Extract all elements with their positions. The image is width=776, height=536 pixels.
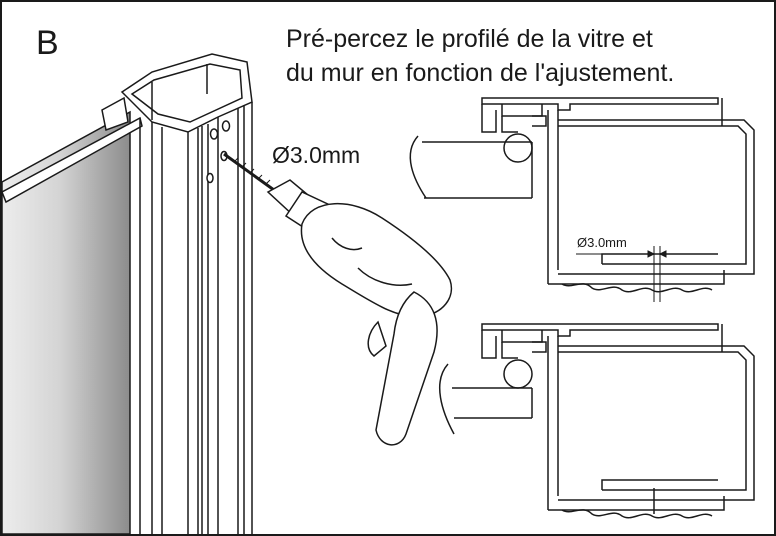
cross-section-top (481, 97, 755, 293)
glass-panel (2, 110, 143, 534)
drill (223, 152, 453, 446)
cross-section-bottom (481, 323, 755, 519)
drill-diameter-label: Ø3.0mm (272, 142, 361, 168)
callout-top (409, 135, 533, 199)
step-letter: B (36, 24, 59, 62)
instruction-line-1: Pré-percez le profilé de la vitre et (286, 25, 653, 53)
callout-bottom (439, 363, 533, 435)
dimension-marker (576, 246, 674, 302)
wall-profile (101, 53, 253, 534)
instruction-line-2: du mur en fonction de l'ajustement. (286, 59, 675, 87)
detail-diameter-label: Ø3.0mm (577, 235, 627, 250)
instruction-text: Pré-percez le profilé de la vitre et du … (286, 22, 766, 90)
